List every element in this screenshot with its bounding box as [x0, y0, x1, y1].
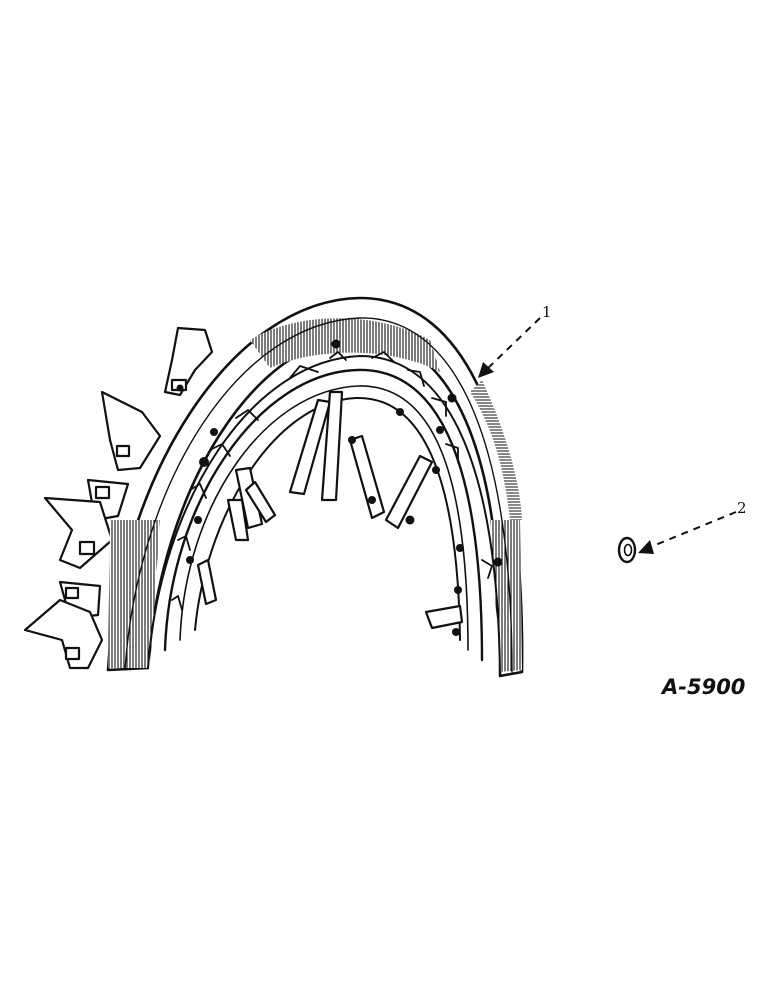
inner-rim [163, 368, 484, 662]
wheel-assembly [23, 296, 524, 678]
figure-label: A-5900 [660, 675, 745, 699]
callout-2-leader [647, 511, 737, 549]
rim-bolts [176, 339, 503, 636]
wheel-spokes [196, 390, 464, 630]
wheel-cleats [23, 326, 214, 670]
nut-part [617, 536, 637, 564]
rim-clamps [171, 351, 493, 611]
callout-2-number: 2 [737, 499, 747, 517]
callout-1-number: 1 [542, 303, 552, 321]
callout-1-arrowhead [478, 362, 494, 378]
callout-1: 1 [478, 303, 552, 378]
callout-2: 2 [638, 499, 747, 554]
outer-rim-band [106, 296, 524, 678]
callout-1-leader [485, 317, 541, 371]
callout-2-arrowhead [638, 540, 654, 554]
